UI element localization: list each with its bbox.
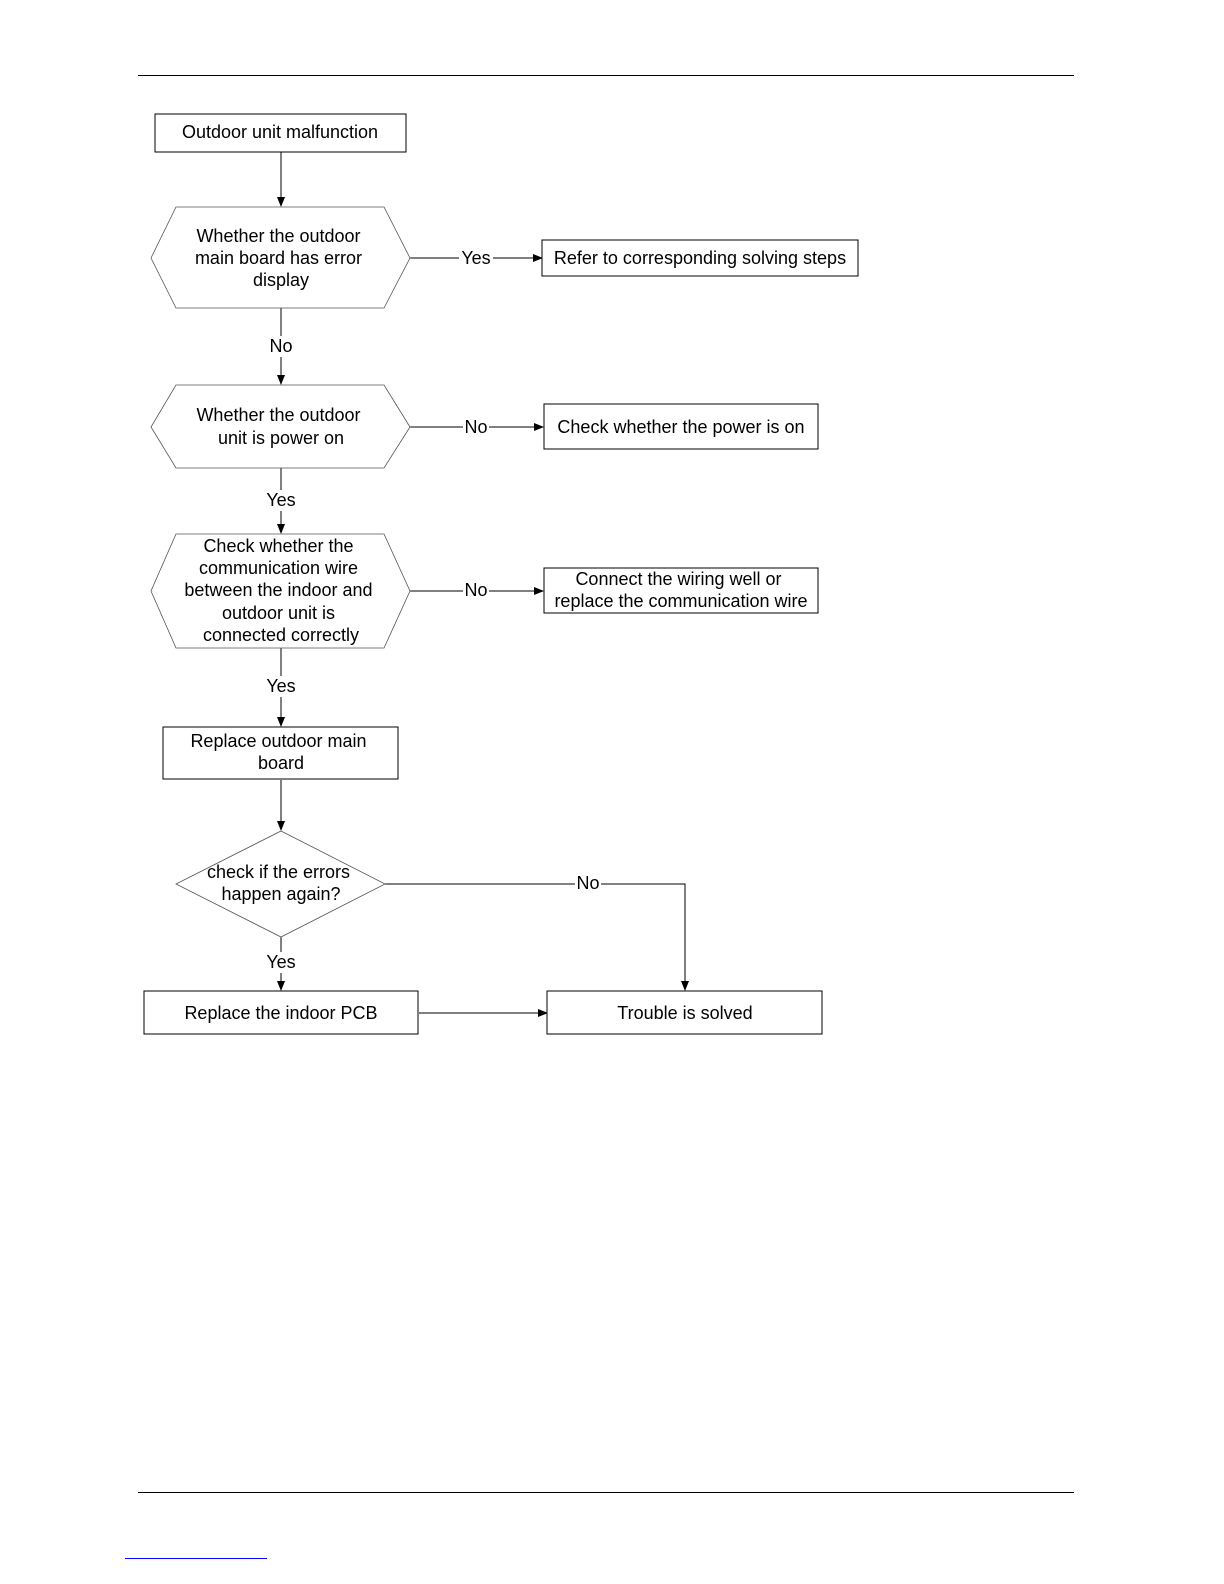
decision-power-on: Whether the outdoor unit is power on [150,384,411,469]
node-refer-steps-line: Refer to corresponding solving steps [554,248,846,268]
decision-comm-wire-line: Check whether the [203,536,353,556]
decision-comm-wire-line: outdoor unit is [222,603,335,623]
edge-label-power-no: No [464,417,487,437]
edge-label-again-yes: Yes [266,952,295,972]
node-fix-wiring-line: replace the communication wire [554,591,807,611]
edge-again-no [385,883,689,991]
decision-error-display-line: main board has error [195,248,362,268]
node-outdoor-unit-malfunction: Outdoor unit malfunction [154,113,407,153]
node-refer-solving-steps: Refer to corresponding solving steps [541,239,859,277]
decision-comm-wire-line: connected correctly [203,625,359,645]
svg-text:Trouble is solved: Trouble is solved [617,1003,752,1023]
decision-power-on-line: Whether the outdoor [196,405,360,425]
node-start-line: Outdoor unit malfunction [182,122,378,142]
flowchart-edges: Yes No No Yes No Yes No Yes [262,152,689,1017]
node-replace-indoor-pcb: Replace the indoor PCB [143,990,419,1035]
edge-label-error-yes: Yes [461,248,490,268]
footer-rule [138,1492,1074,1493]
node-replace-board-line: Replace outdoor main [190,731,366,751]
edge-label-again-no: No [576,873,599,893]
footer-link-underline [125,1558,267,1559]
decision-comm-wire-line: communication wire [199,558,358,578]
node-replace-board-line: board [258,753,304,773]
node-check-power: Check whether the power is on [543,403,819,450]
decision-errors-again: check if the errors happen again? [175,830,386,938]
decision-errors-again-line: check if the errors [207,862,350,882]
decision-errors-again-line: happen again? [221,884,340,904]
node-fix-wiring-line: Connect the wiring well or [575,569,781,589]
edge-label-wire-no: No [464,580,487,600]
svg-text:Outdoor unit malfunction: Outdoor unit malfunction [182,122,378,142]
decision-error-display-line: display [253,270,309,290]
node-check-power-line: Check whether the power is on [557,417,804,437]
svg-text:check if the errors ha: check if the errors happen again? [207,862,355,904]
edge-label-wire-yes: Yes [266,676,295,696]
svg-text:Refer to corresponding solving: Refer to corresponding solving steps [554,248,846,268]
edge-label-error-no: No [269,336,292,356]
svg-text:Connect the wiring well or: Connect the wiring well or replace the c… [554,569,807,611]
decision-error-display: Whether the outdoor main board has error… [150,206,411,309]
decision-power-on-line: unit is power on [218,428,344,448]
node-fix-wiring: Connect the wiring well or replace the c… [543,567,819,614]
header-rule [138,75,1074,76]
svg-text:Whether the outdoor ma: Whether the outdoor main board has error… [195,226,367,290]
decision-error-display-line: Whether the outdoor [196,226,360,246]
edge-label-power-yes: Yes [266,490,295,510]
svg-text:Whether the outdoor un: Whether the outdoor unit is power on [196,405,365,448]
decision-communication-wire: Check whether the communication wire bet… [150,533,411,649]
svg-text:Replace the indoor PCB: Replace the indoor PCB [184,1003,377,1023]
svg-text:Replace outdoor main b: Replace outdoor main board [190,731,371,773]
node-trouble-solved: Trouble is solved [546,990,823,1035]
node-replace-pcb-line: Replace the indoor PCB [184,1003,377,1023]
node-replace-outdoor-board: Replace outdoor main board [162,726,399,780]
svg-text:Check whether the power is on: Check whether the power is on [557,417,804,437]
decision-comm-wire-line: between the indoor and [184,580,372,600]
svg-text:Check whether the comm: Check whether the communication wire bet… [184,536,377,645]
node-trouble-solved-line: Trouble is solved [617,1003,752,1023]
